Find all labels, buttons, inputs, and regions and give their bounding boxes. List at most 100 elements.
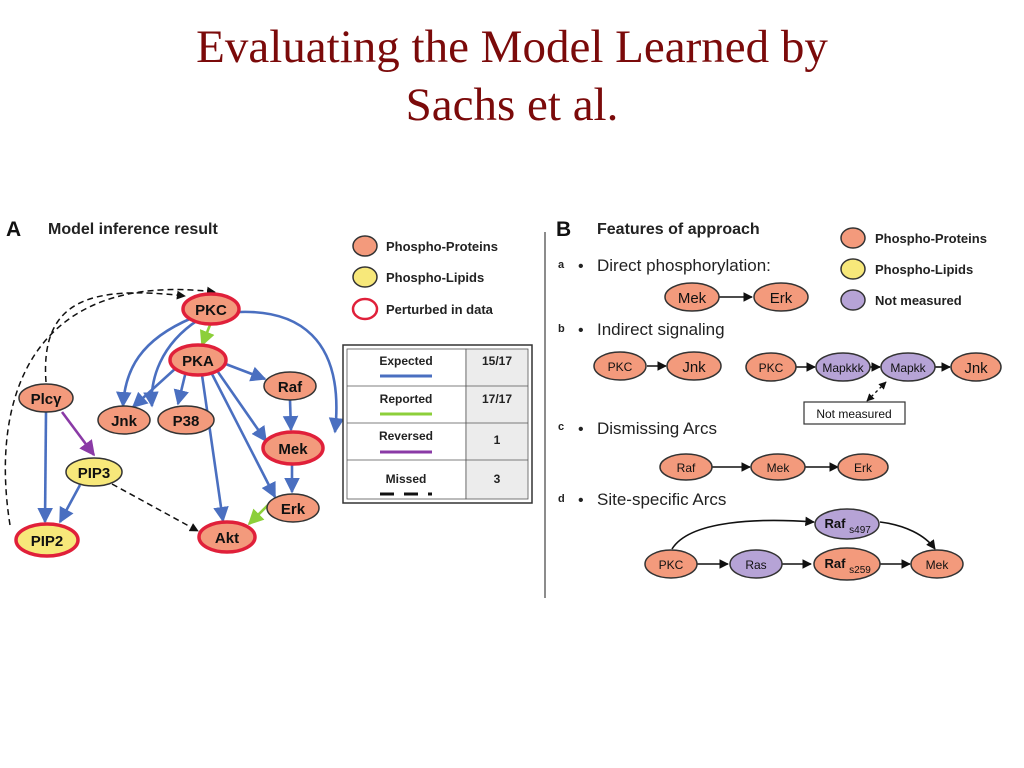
panel-a-missed-edges — [4, 286, 216, 532]
edge-pkc-pka — [199, 324, 215, 347]
svg-text:Reversed: Reversed — [379, 429, 433, 443]
svg-text:•: • — [578, 322, 584, 339]
svg-text:PIP3: PIP3 — [78, 465, 111, 482]
svg-text:P38: P38 — [173, 413, 200, 430]
node-pip2: PIP2 — [14, 522, 80, 558]
node-d-mek: Mek — [910, 549, 964, 579]
section-a-label: a • Direct phosphorylation: — [558, 256, 771, 275]
svg-text:Mek: Mek — [926, 558, 950, 572]
svg-text:Akt: Akt — [215, 530, 239, 547]
svg-text:Jnk: Jnk — [964, 360, 988, 377]
edge-erk-akt — [247, 504, 269, 526]
slide-title-line-2: Sachs et al. — [405, 79, 619, 131]
edge-d-pkc-raf497 — [671, 516, 815, 550]
panel-a-expected-edges — [37, 310, 345, 524]
svg-text:PKC: PKC — [759, 361, 784, 375]
section-d-label: d • Site-specific Arcs — [558, 490, 726, 509]
node-erk: Erk — [266, 493, 320, 523]
panel-a: A Model inference result — [4, 218, 533, 558]
section-c-label: c • Dismissing Arcs — [558, 419, 717, 438]
node-b-jnk-1: Jnk — [666, 351, 722, 381]
node-c-mek: Mek — [750, 453, 806, 481]
svg-text:Mapkk: Mapkk — [890, 361, 926, 375]
evaluation-table: Expected 15/17 Reported 17/17 Reversed 1… — [342, 344, 533, 504]
node-b-mapkk: Mapkk — [880, 352, 936, 382]
table-row-reversed: Reversed 1 — [379, 429, 501, 454]
svg-text:c: c — [558, 421, 564, 433]
svg-text:Indirect signaling: Indirect signaling — [597, 320, 725, 339]
svg-text:17/17: 17/17 — [482, 392, 512, 406]
legend-b-not-measured: Not measured — [840, 289, 962, 311]
svg-text:Jnk: Jnk — [682, 359, 706, 376]
edge-pka-raf — [222, 361, 267, 382]
panel-b-legend: Phospho-Proteins Phospho-Lipids Not meas… — [840, 227, 987, 311]
svg-text:Not measured: Not measured — [875, 293, 962, 308]
legend-b-phospho-proteins: Phospho-Proteins — [840, 227, 987, 249]
svg-text:Erk: Erk — [281, 501, 306, 518]
panel-b: B Features of approach Phospho-Proteins … — [556, 218, 1002, 581]
node-plc: Plcγ — [18, 383, 74, 413]
svg-text:PKA: PKA — [182, 353, 214, 370]
edge-pkc-jnk — [115, 316, 193, 408]
svg-text:Not measured: Not measured — [816, 407, 891, 421]
svg-text:d: d — [558, 493, 565, 505]
svg-text:Raf: Raf — [278, 379, 303, 396]
node-d-ras: Ras — [729, 549, 783, 579]
legend-phospho-lipids: Phospho-Lipids — [352, 266, 484, 288]
panel-b-letter: B — [556, 218, 571, 241]
edge-pka-p38 — [173, 370, 189, 406]
panel-a-letter: A — [6, 218, 21, 241]
node-b-a-mek: Mek — [664, 282, 720, 312]
edge-pkc-p38-outer — [143, 318, 199, 408]
svg-text:•: • — [578, 421, 584, 438]
node-d-raf-s259: Raf s259 — [813, 547, 881, 581]
edge-pka-erk — [210, 373, 277, 499]
svg-text:15/17: 15/17 — [482, 354, 512, 368]
svg-text:Phospho-Lipids: Phospho-Lipids — [875, 262, 973, 277]
edge-pka-akt — [200, 374, 229, 523]
table-row-missed: Missed 3 — [380, 472, 501, 496]
svg-text:Mek: Mek — [278, 441, 308, 458]
edge-pip2-pkc-missed — [4, 286, 216, 526]
panel-a-legend: Phospho-Proteins Phospho-Lipids Perturbe… — [351, 235, 498, 321]
edge-pip3-pip2 — [58, 484, 82, 524]
svg-text:s497: s497 — [849, 525, 871, 536]
node-b-pkc-1: PKC — [593, 351, 647, 381]
node-mek: Mek — [261, 430, 325, 466]
svg-text:3: 3 — [494, 472, 501, 486]
svg-text:•: • — [578, 258, 584, 275]
legend-b-phospho-lipids: Phospho-Lipids — [840, 258, 973, 280]
node-raf: Raf — [263, 371, 317, 401]
svg-text:Perturbed in data: Perturbed in data — [386, 302, 494, 317]
edge-plc-pip3-reversed — [60, 411, 96, 457]
node-pip3: PIP3 — [65, 457, 123, 487]
svg-text:Ras: Ras — [745, 558, 766, 572]
node-pka: PKA — [168, 343, 228, 377]
svg-text:s259: s259 — [849, 565, 871, 576]
slide-title: Evaluating the Model Learned by Sachs et… — [0, 18, 1024, 134]
svg-text:Phospho-Proteins: Phospho-Proteins — [875, 231, 987, 246]
not-measured-pointer — [866, 381, 887, 402]
svg-text:Jnk: Jnk — [111, 413, 138, 430]
node-akt: Akt — [197, 520, 257, 554]
edge-raf-mek — [282, 399, 299, 432]
panel-a-heading: Model inference result — [48, 221, 218, 238]
node-b-a-erk: Erk — [753, 282, 809, 312]
svg-text:Raf: Raf — [825, 516, 847, 531]
svg-text:•: • — [578, 492, 584, 509]
node-d-raf-s497: Raf s497 — [814, 508, 880, 540]
svg-text:b: b — [558, 323, 565, 335]
svg-text:Raf: Raf — [677, 461, 696, 475]
svg-text:Mapkkk: Mapkkk — [822, 361, 864, 375]
svg-text:Phospho-Lipids: Phospho-Lipids — [386, 270, 484, 285]
svg-text:PIP2: PIP2 — [31, 533, 64, 550]
svg-text:a: a — [558, 259, 565, 271]
node-jnk: Jnk — [97, 405, 151, 435]
svg-text:Site-specific Arcs: Site-specific Arcs — [597, 490, 726, 509]
node-b-jnk-2: Jnk — [950, 352, 1002, 382]
svg-text:Phospho-Proteins: Phospho-Proteins — [386, 239, 498, 254]
edge-pka-mek — [216, 371, 268, 443]
node-pkc: PKC — [181, 292, 241, 326]
svg-text:PKC: PKC — [195, 302, 227, 319]
